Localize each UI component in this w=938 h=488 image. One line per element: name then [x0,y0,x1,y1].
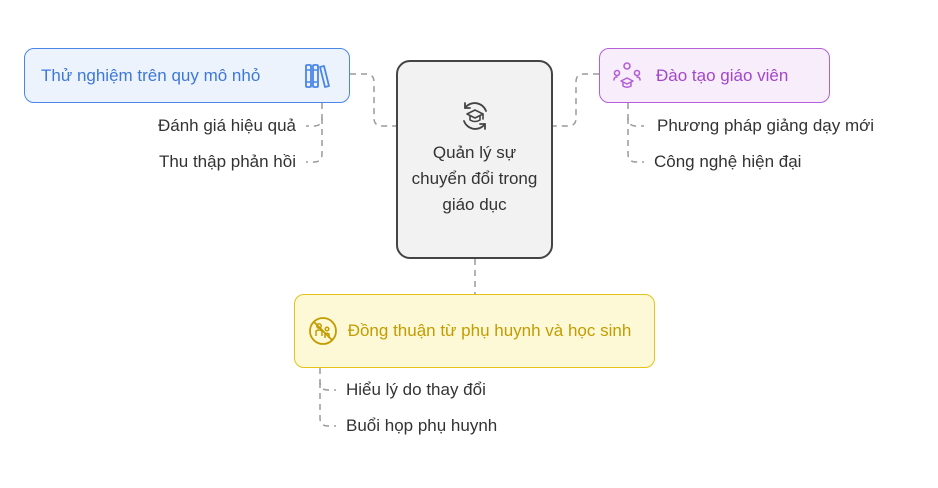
branch-training-node[interactable]: Đào tạo giáo viên [599,48,830,103]
center-node[interactable]: Quản lý sự chuyển đổi trong giáo dục [396,60,553,259]
leaf-consensus-1: Hiểu lý do thay đổi [346,380,486,399]
branch-consensus-node[interactable]: Đồng thuận từ phụ huynh và học sinh [294,294,655,368]
connector-pilot-leaf-1 [306,103,323,127]
family-no-conflict-icon [309,317,337,345]
connector-training-leaf-1 [627,103,644,127]
connector-pilot-center [350,73,396,127]
center-title: Quản lý sự chuyển đổi trong giáo dục [411,142,538,214]
branch-pilot-node[interactable]: Thử nghiệm trên quy mô nhỏ [24,48,350,103]
branch-training-label: Đào tạo giáo viên [656,65,789,85]
leaf-consensus-2: Buổi họp phụ huynh [346,416,498,435]
leaf-pilot-1: Đánh giá hiệu quả [157,116,296,135]
connector-pilot-leaf-2 [306,118,323,163]
leaf-training-1: Phương pháp giảng dạy mới [657,116,875,135]
books-icon [305,63,330,88]
teacher-students-icon [613,61,641,88]
graduation-cap-cycle-icon [462,101,487,130]
connector-consensus-leaf-2 [319,382,336,427]
connector-consensus-leaf-1 [319,368,336,391]
connector-training-leaf-2 [627,118,644,163]
leaf-training-2: Công nghệ hiện đại [654,152,802,171]
leaf-pilot-2: Thu thập phản hồi [158,152,296,171]
connector-training-center [553,73,599,127]
branch-pilot-label: Thử nghiệm trên quy mô nhỏ [41,65,261,85]
branch-consensus-label: Đồng thuận từ phụ huynh và học sinh [347,321,632,340]
